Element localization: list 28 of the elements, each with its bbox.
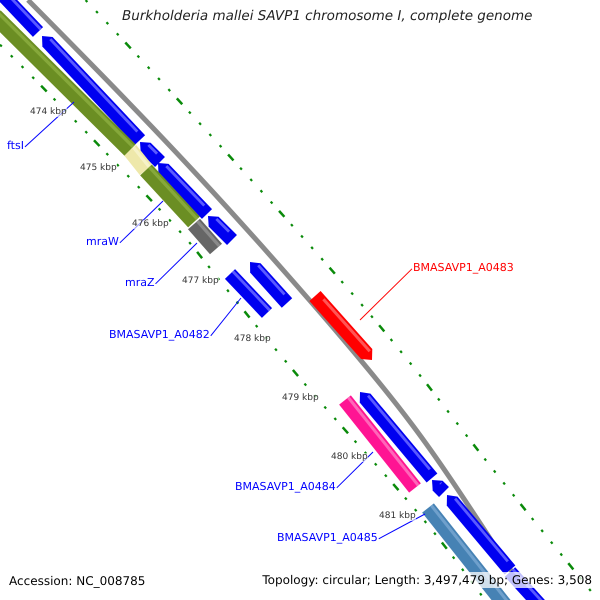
gene-feature xyxy=(309,291,372,360)
leader-line xyxy=(378,514,426,540)
leader-line xyxy=(119,200,164,244)
gene-label: BMASAVP1_A0484 xyxy=(235,481,336,492)
position-label: 478 kbp xyxy=(234,335,271,344)
position-label: 481 kbp xyxy=(379,512,416,521)
gene-feature xyxy=(224,269,272,318)
gene-label: ftsI xyxy=(7,140,24,151)
genome-info-text: Topology: circular; Length: 3,497,479 bp; Genes: 3,508 xyxy=(260,572,594,588)
leader-line xyxy=(360,268,412,320)
accession-text: Accession: NC_008785 xyxy=(9,575,146,587)
gene-label: mraW xyxy=(86,236,119,247)
gene-label: mraZ xyxy=(125,277,155,288)
leader-line xyxy=(24,102,74,148)
position-label: 479 kbp xyxy=(282,394,319,403)
position-label: 480 kbp xyxy=(331,453,368,462)
leader-line xyxy=(155,242,198,284)
leader-line xyxy=(210,298,242,336)
gene-label: BMASAVP1_A0485 xyxy=(277,532,378,543)
position-label: 476 kbp xyxy=(132,220,169,229)
leader-line xyxy=(336,452,374,488)
gene-label: BMASAVP1_A0483 xyxy=(413,262,514,273)
gene-label: BMASAVP1_A0482 xyxy=(109,329,210,340)
position-label: 475 kbp xyxy=(80,164,117,173)
map-title: Burkholderia mallei SAVP1 chromosome I, complete genome xyxy=(122,10,532,24)
gene-feature xyxy=(188,218,222,254)
position-label: 474 kbp xyxy=(30,108,67,117)
position-label: 477 kbp xyxy=(182,277,219,286)
